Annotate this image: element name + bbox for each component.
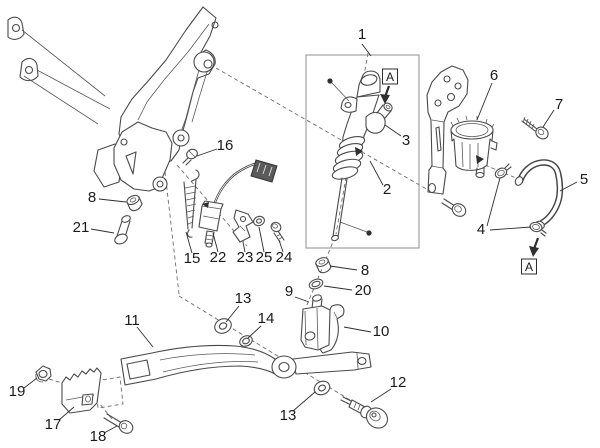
right-support-bracket: [426, 65, 469, 217]
part-label-reservoir-hose: 5: [580, 171, 588, 188]
part-label-nut: 19: [9, 383, 26, 400]
part-label-switch-bracket: 23: [237, 249, 254, 266]
part-label-hose-clamps: 4: [477, 221, 485, 238]
part-label-fluid-reservoir: 6: [490, 67, 498, 84]
part-label-washer-lower: 13: [280, 407, 297, 424]
part-label-brake-pedal: 11: [124, 312, 140, 329]
detail-marker-a-top: A: [386, 70, 394, 84]
part-label-master-cylinder: 2: [383, 181, 391, 198]
part-label-reservoir-screw: 7: [555, 96, 563, 113]
return-spring-drawing: [183, 169, 200, 238]
set-screw-drawing: [182, 148, 198, 166]
part-label-set-screw: 16: [217, 137, 234, 154]
clevis-joint-drawing: [300, 294, 331, 351]
hose-clamp-upper: [494, 163, 512, 179]
detail-marker-a-top-box: [382, 68, 398, 85]
switch-bracket-drawing: [232, 209, 254, 243]
part-label-protection-cover: 10: [373, 323, 390, 340]
detail-marker-arrow-top: [380, 85, 391, 104]
fluid-reservoir-drawing: [450, 115, 498, 179]
part-label-stop-switch: 22: [210, 249, 227, 266]
detail-marker-a-bottom: A: [525, 260, 533, 274]
footpeg-bracket: [7, 6, 219, 192]
reference-dot: [327, 78, 333, 84]
part-label-pedal-tip: 17: [45, 416, 62, 433]
reference-dot: [366, 230, 372, 236]
brake-pedal-drawing: [120, 344, 372, 386]
master-cylinder-drawing: [327, 70, 393, 242]
part-label-bushing-left: 8: [88, 189, 96, 206]
reservoir-hose-drawing: [514, 159, 564, 230]
detail-marker-arrow-bottom: [529, 237, 540, 257]
part-label-clevis-joint: 9: [285, 283, 293, 300]
part-label-switch-washer: 25: [256, 249, 273, 266]
part-label-washer-upper: 13: [235, 290, 252, 307]
part-label-pivot-bolt: 12: [390, 374, 407, 391]
pivot-bolt-drawing: [340, 396, 389, 429]
leader-lines: [23, 43, 578, 434]
clevis-pin-drawing: [114, 215, 131, 245]
part-label-bushing-center: 8: [361, 262, 369, 279]
washer-lower-drawing: [313, 380, 331, 396]
pedal-tip-drawing: [61, 367, 102, 414]
part-label-switch-screw: 24: [276, 249, 293, 266]
part-label-return-spring: 15: [184, 250, 201, 267]
screw-7-drawing: [521, 116, 549, 140]
part-label-tip-screw: 18: [90, 428, 107, 445]
bushing-center-drawing: [315, 257, 332, 274]
nut-drawing: [35, 365, 52, 383]
part-label-o-ring: 20: [355, 282, 372, 299]
hose-clamp-lower: [529, 221, 547, 237]
tip-screw-drawing: [103, 413, 134, 434]
detail-box-frame: [305, 54, 420, 249]
switch-washer-drawing: [253, 215, 265, 227]
detail-markers: AA: [382, 68, 537, 275]
bushing-left-drawing: [126, 194, 143, 212]
part-label-inlet-fitting: 3: [402, 132, 410, 149]
o-ring-drawing: [308, 278, 324, 290]
part-label-clevis-pin: 21: [73, 219, 90, 236]
washer-small-drawing: [239, 335, 253, 347]
switch-screw-drawing: [270, 221, 285, 243]
part-label-washer-small: 14: [258, 310, 275, 327]
stop-switch-drawing: [198, 159, 278, 248]
part-label-master-cylinder-assembly: 1: [358, 26, 366, 43]
detail-marker-a-bottom-box: [521, 258, 537, 275]
washer-upper-drawing: [214, 318, 232, 334]
